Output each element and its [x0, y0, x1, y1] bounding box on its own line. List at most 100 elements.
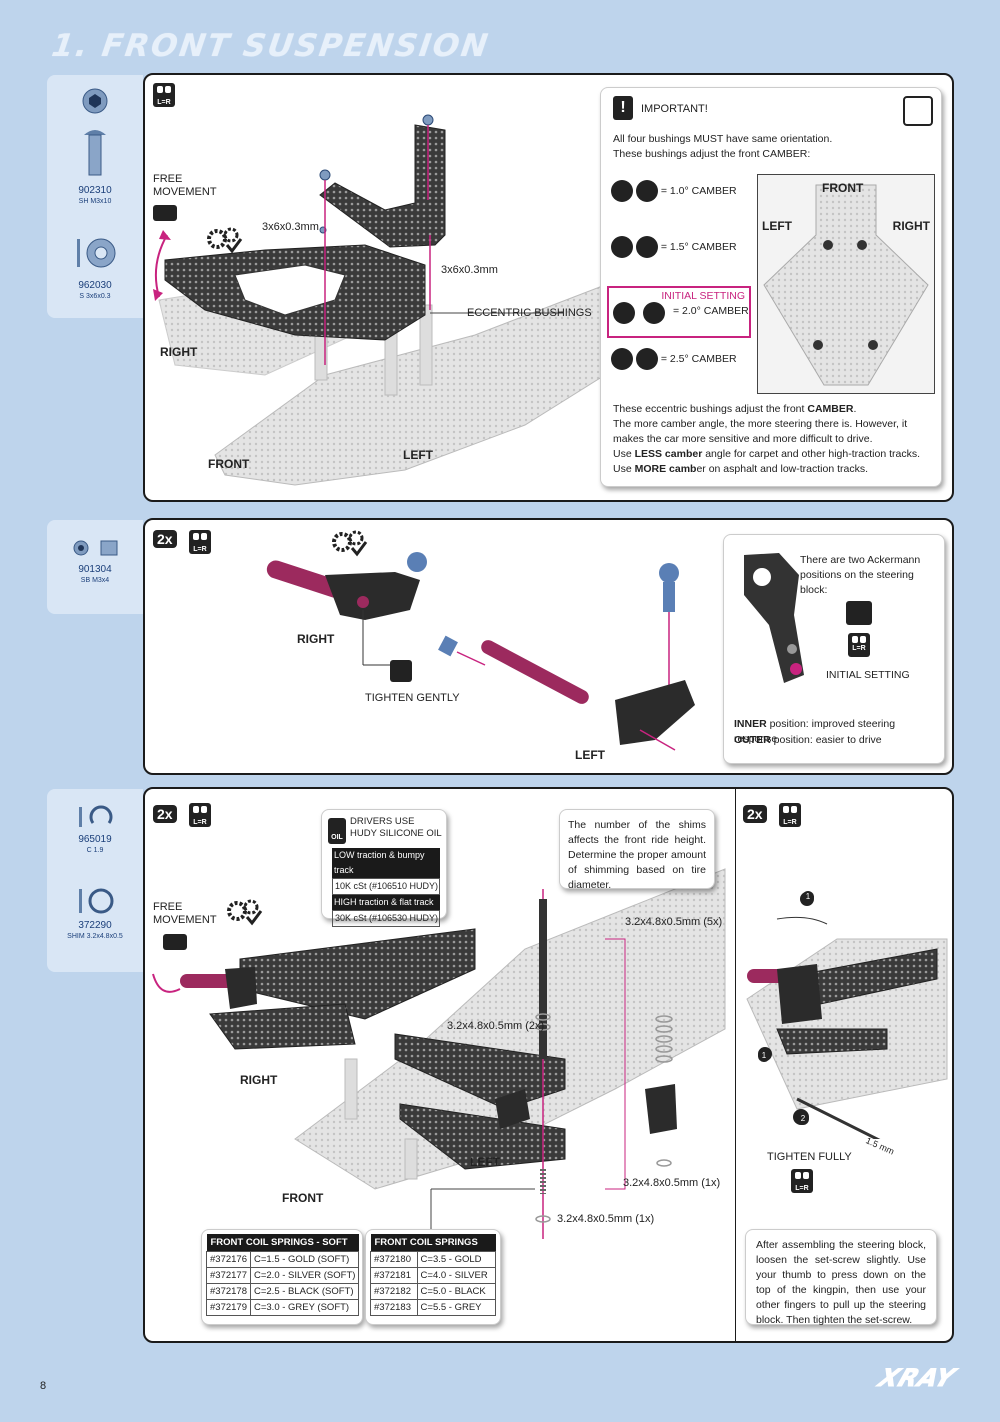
shim-icon — [79, 888, 114, 914]
page-number: 8 — [40, 1380, 47, 1392]
part-code: 902310 — [78, 185, 112, 196]
ackermann-callout: There are two Ackermann positions on the… — [723, 534, 945, 764]
l-equals-r-icon: L=R — [848, 633, 870, 657]
free-movement-label: FREE MOVEMENT — [153, 173, 217, 198]
important-line-2: These bushings adjust the front CAMBER: — [613, 148, 811, 160]
oil-callout: OIL DRIVERS USE HUDY SILICONE OIL LOW tr… — [321, 809, 447, 927]
part-code: 901304 — [78, 564, 112, 575]
note-text: The more camber angle, the more steering… — [613, 418, 908, 445]
camber-value: = 1.0° CAMBER — [660, 184, 737, 197]
note-bold: MORE camb — [634, 463, 697, 475]
shim-icon — [77, 238, 116, 268]
table-title: FRONT COIL SPRINGS - SOFT — [206, 1234, 359, 1252]
panel-section-1: L=R FREE MOVEMENT 3x6x0.3mm 3x6x0 — [143, 73, 954, 502]
camber-setting-1: = 1.0° CAMBER — [611, 180, 737, 202]
left-label: LEFT — [470, 1155, 500, 1169]
detail-magnifier-icon — [846, 601, 872, 625]
wrench-gear-check-icon — [227, 899, 263, 926]
panel-section-2: 2x L=R RIGHT TIGHTEN GENTLY LEFT — [143, 518, 954, 775]
quantity-badge: 2x — [153, 530, 177, 548]
initial-setting-frame: INITIAL SETTING = 2.0° CAMBER — [607, 286, 751, 338]
camber-inset-diagram: FRONT LEFT RIGHT — [757, 174, 935, 394]
right-label: RIGHT — [297, 632, 335, 646]
ackermann-text: There are two Ackermann positions on the… — [800, 554, 921, 596]
spring-rate: C=5.5 - GREY — [416, 1299, 497, 1316]
inset-right-label: RIGHT — [892, 219, 930, 233]
kingpin-illustration — [746, 892, 948, 1139]
spring-part: #372180 — [370, 1251, 418, 1268]
steering-arm-illustration — [744, 553, 804, 683]
spring-part: #372183 — [370, 1299, 418, 1316]
part-902310: 902310 SH M3x10 — [47, 185, 143, 207]
important-callout: ! IMPORTANT! All four bushings MUST have… — [600, 87, 942, 487]
part-372290: 372290 SHIM 3.2x4.8x0.5 — [47, 920, 143, 942]
left-label: LEFT — [403, 448, 433, 462]
part-965019: 965019 C 1.9 — [47, 834, 143, 856]
shim-5x-label: 3.2x4.8x0.5mm (5x) — [625, 916, 723, 928]
oil-row-value: 10K cSt (#106510 HUDY) — [332, 878, 440, 895]
part-desc: SH M3x10 — [78, 198, 112, 205]
spring-rate: C=1.5 - GOLD (SOFT) — [249, 1251, 360, 1268]
note-bold: LESS camber — [634, 448, 703, 460]
note-text: Use — [613, 463, 635, 475]
spring-rate: C=3.0 - GREY (SOFT) — [249, 1299, 360, 1316]
l-equals-r-icon: L=R — [189, 530, 211, 554]
clip-icon — [79, 805, 113, 827]
l-equals-r-icon: L=R — [189, 803, 211, 827]
panel-section-3: 2x L=R FREE MOVEMENT OIL — [143, 787, 954, 1343]
camber-value: = 2.5° CAMBER — [660, 352, 737, 365]
inset-left-label: LEFT — [762, 219, 792, 233]
front-label: FRONT — [282, 1191, 324, 1205]
brand-logo: XRAY — [874, 1364, 960, 1393]
outer-label: OUTER — [734, 734, 771, 746]
screw-detail-icon — [390, 660, 412, 682]
shim-label-left: 3x6x0.3mm — [262, 221, 319, 233]
table-title: FRONT COIL SPRINGS — [370, 1234, 496, 1252]
l-equals-r-icon: L=R — [153, 83, 175, 107]
important-line-1: All four bushings MUST have same orienta… — [613, 133, 833, 145]
camber-setting-4: = 2.5° CAMBER — [611, 348, 737, 370]
tighten-fully-label: TIGHTEN FULLY — [767, 1151, 852, 1163]
kingpin-note-callout: After assembling the steering block, loo… — [745, 1229, 937, 1326]
quantity-badge: 2x — [153, 805, 177, 823]
camber-value: = 2.0° CAMBER — [673, 305, 749, 317]
right-label: RIGHT — [160, 345, 198, 359]
free-movement-label: FREE MOVEMENT — [153, 901, 217, 926]
tighten-gently-label: TIGHTEN GENTLY — [365, 692, 460, 704]
part-desc: C 1.9 — [86, 847, 104, 854]
parts-sidebar-1: 902310 SH M3x10 962030 S 3x6x0.3 — [47, 75, 143, 318]
important-heading: IMPORTANT! — [641, 103, 708, 115]
shim-2x-label: 3.2x4.8x0.5mm (2x) — [447, 1020, 545, 1032]
spring-rate: C=2.5 - BLACK (SOFT) — [249, 1283, 360, 1300]
ball-stud-icon — [73, 540, 118, 556]
inset-front-label: FRONT — [822, 181, 864, 195]
part-desc: SHIM 3.2x4.8x0.5 — [67, 933, 123, 940]
oil-row-head: LOW traction & bumpy track — [332, 848, 440, 878]
parts-sidebar-3: 965019 C 1.9 372290 SHIM 3.2x4.8x0.5 — [47, 789, 143, 972]
shims-note-callout: The number of the shims affects the fron… — [559, 809, 715, 891]
camber-value: = 1.5° CAMBER — [660, 240, 737, 253]
spring-part: #372181 — [370, 1267, 418, 1284]
detail-magnifier-icon — [903, 96, 933, 126]
l-equals-r-icon: L=R — [779, 803, 801, 827]
oil-table: LOW traction & bumpy track 10K cSt (#106… — [332, 848, 440, 927]
outer-text: position: easier to drive — [770, 734, 882, 746]
spring-part: #372176 — [206, 1251, 251, 1268]
chassis-illustration — [153, 114, 606, 486]
oil-row-head: HIGH traction & flat track — [332, 895, 440, 910]
initial-setting-label: INITIAL SETTING — [826, 669, 910, 681]
part-code: 965019 — [78, 834, 112, 845]
spring-part: #372177 — [206, 1267, 251, 1284]
l-equals-r-icon: L=R — [791, 1169, 813, 1193]
part-desc: S 3x6x0.3 — [79, 293, 111, 300]
quantity-badge: 2x — [743, 805, 767, 823]
